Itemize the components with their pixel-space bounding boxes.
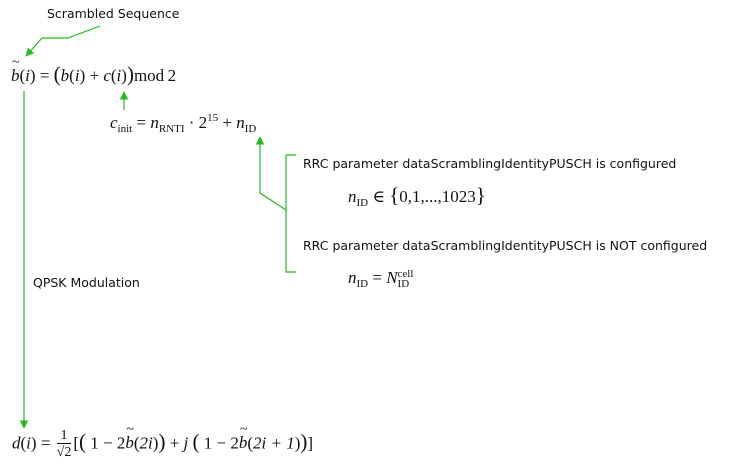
symbol-d: d [12, 433, 21, 453]
symbol-n: n [150, 113, 159, 132]
arrow-nid-bracket-configured [255, 136, 296, 212]
symbol-n: n [348, 187, 357, 206]
symbol-j: j [183, 433, 189, 453]
label-qpsk-modulation: QPSK Modulation [33, 275, 140, 290]
equation-scrambling: b(i) = (b(i) + c(i))mod 2 [11, 55, 177, 87]
subscript-rnti: RNTI [158, 123, 185, 135]
symbol-i: i [116, 66, 122, 85]
symbol-n: n [236, 113, 245, 132]
symbol-b-tilde: b [125, 422, 134, 453]
subscript-id: ID [356, 197, 369, 209]
term-two: 2 [116, 433, 126, 453]
term-one: 1 [90, 433, 99, 453]
operator-mod: mod [133, 66, 165, 85]
fraction-numerator: 1 [56, 428, 72, 444]
term-one: 1 [203, 433, 213, 453]
symbol-n: n [348, 268, 357, 287]
subscript-id: ID [244, 123, 257, 135]
superscript-cell: cell [397, 268, 414, 280]
equation-nid-configured: nID ∈ {0,1,...,1023} [348, 183, 486, 209]
argument-2i-plus-1: 2i + 1 [253, 433, 295, 453]
value-set: 0,1,...,1023 [399, 187, 476, 206]
arrow-nid-bracket-not-configured [285, 210, 296, 273]
argument-2i: 2i [139, 433, 153, 453]
label-rrc-not-configured: RRC parameter dataScramblingIdentityPUSC… [303, 238, 708, 253]
modulus-value: 2 [167, 66, 177, 85]
symbol-c: c [103, 66, 111, 85]
equation-c-init: cinit = nRNTI · 215 + nID [110, 112, 257, 135]
subscript-id: ID [356, 278, 369, 290]
symbol-N: N [386, 268, 398, 287]
label-rrc-configured: RRC parameter dataScramblingIdentityPUSC… [303, 156, 677, 171]
symbol-i: i [74, 66, 80, 85]
arrow-scrambled-sequence [25, 25, 101, 57]
subscript-init: init [117, 123, 133, 135]
label-scrambled-sequence: Scrambled Sequence [47, 6, 180, 21]
symbol-b-tilde: b [11, 55, 20, 86]
fraction-one-over-sqrt2: 1√2 [56, 428, 72, 461]
symbol-i: i [25, 66, 30, 85]
symbol-b-tilde: b [239, 422, 248, 453]
power-exponent: 15 [207, 112, 219, 124]
subscript-id: ID [397, 278, 410, 290]
fraction-denominator: √2 [56, 445, 72, 460]
power-base: 2 [198, 113, 208, 132]
equation-qpsk: d(i) = 1√2[( 1 − 2b(2i)) + j ( 1 − 2b(2i… [12, 422, 313, 461]
symbol-i: i [26, 433, 31, 453]
symbol-b: b [60, 66, 70, 85]
symbol-c: c [110, 113, 118, 132]
term-two: 2 [230, 433, 239, 453]
